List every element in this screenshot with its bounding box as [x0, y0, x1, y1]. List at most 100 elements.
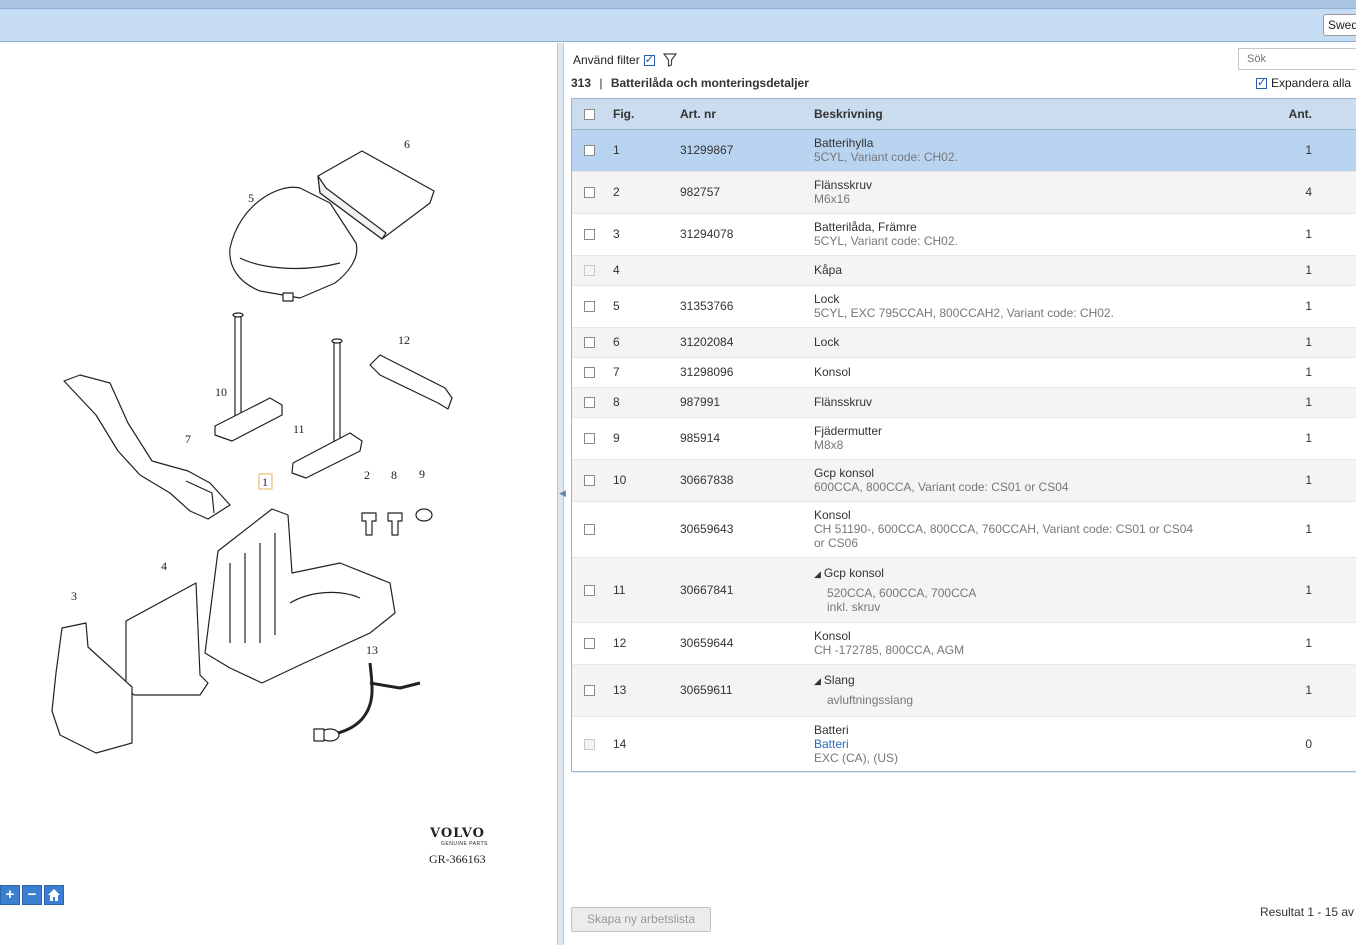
callout-1[interactable]: 1: [262, 475, 268, 489]
row-art-nr: [676, 255, 810, 286]
row-art-nr: 31202084: [676, 327, 810, 358]
row-fig: 9: [609, 417, 676, 460]
row-subtitle: 520CCA, 600CCA, 700CCA: [827, 585, 977, 600]
row-checkbox[interactable]: [584, 638, 595, 650]
row-checkbox[interactable]: [584, 145, 595, 157]
pane-splitter[interactable]: ◀: [557, 43, 566, 945]
row-title: Batteri: [814, 723, 849, 737]
part-3-box-shape: [51, 622, 133, 754]
row-quantity: 1: [1222, 664, 1356, 717]
row-subtitle: avluftningsslang: [827, 693, 914, 707]
row-checkbox[interactable]: [584, 187, 595, 199]
callout-11[interactable]: 11: [293, 422, 305, 436]
row-art-nr: 31294078: [676, 213, 810, 256]
row-subtitle: 600CCA, 800CCA, Variant code: CS01 or CS…: [814, 480, 1069, 494]
zoom-in-button[interactable]: +: [0, 885, 20, 905]
funnel-icon[interactable]: [662, 53, 677, 67]
row-fig: 2: [609, 171, 676, 214]
table-row[interactable]: 8 987991 Flänsskruv 1: [572, 387, 1356, 418]
filter-toggle[interactable]: Använd filter: [573, 52, 677, 68]
row-subtitle: CH -172785, 800CCA, AGM: [814, 643, 965, 657]
table-row[interactable]: 7 31298096 Konsol 1: [572, 357, 1356, 388]
col-description[interactable]: Beskrivning: [810, 99, 1222, 130]
table-row[interactable]: 6 31202084 Lock 1: [572, 327, 1356, 358]
expand-triangle-icon[interactable]: ◢: [814, 676, 821, 686]
row-title: Lock: [814, 335, 840, 349]
row-checkbox: [584, 739, 595, 751]
search-input[interactable]: [1238, 48, 1356, 70]
table-row[interactable]: 11 30667841 ◢Gcp konsol 520CCA, 600CCA, 7…: [572, 557, 1356, 623]
row-title-expandable[interactable]: ◢Slang: [814, 673, 1222, 687]
callout-3[interactable]: 3: [71, 589, 77, 603]
row-checkbox[interactable]: [584, 301, 595, 313]
row-checkbox[interactable]: [584, 433, 595, 445]
row-fig: 8: [609, 387, 676, 418]
select-all-checkbox[interactable]: [584, 109, 595, 121]
row-fig: 11: [609, 557, 676, 623]
home-icon: [48, 889, 60, 901]
row-art-nr: 30659611: [676, 664, 810, 717]
table-row[interactable]: 4 Kåpa 1: [572, 255, 1356, 286]
callout-7[interactable]: 7: [185, 432, 191, 446]
table-row[interactable]: 13 30659611 ◢Slang avluftningsslang 1: [572, 664, 1356, 717]
callout-2[interactable]: 2: [364, 468, 370, 482]
row-art-nr: 30667841: [676, 557, 810, 623]
row-checkbox[interactable]: [584, 524, 595, 536]
callout-8[interactable]: 8: [391, 468, 397, 482]
row-title: Slang: [823, 673, 855, 687]
zoom-out-button[interactable]: −: [22, 885, 42, 905]
row-fig: 13: [609, 664, 676, 717]
parts-diagram[interactable]: 1 2 3 4 5 6 7 8 9 10 11 12 13: [0, 43, 557, 945]
row-art-nr: 982757: [676, 171, 810, 214]
col-fig[interactable]: Fig.: [609, 99, 676, 130]
callout-13[interactable]: 13: [366, 643, 378, 657]
row-title: Flänsskruv: [814, 178, 873, 192]
row-fig: 12: [609, 622, 676, 665]
volvo-logo: VOLVO: [430, 826, 485, 841]
row-checkbox[interactable]: [584, 229, 595, 241]
row-art-nr: 31299867: [676, 129, 810, 172]
row-checkbox[interactable]: [584, 584, 595, 596]
row-quantity: 1: [1222, 129, 1356, 172]
callout-10[interactable]: 10: [215, 385, 227, 399]
callout-6[interactable]: 6: [404, 137, 410, 151]
row-checkbox[interactable]: [584, 337, 595, 349]
part-2-bolt-shape: [361, 512, 377, 536]
row-quantity: 1: [1222, 387, 1356, 418]
row-checkbox[interactable]: [584, 367, 595, 379]
callout-5[interactable]: 5: [248, 191, 254, 205]
expand-all-checkbox[interactable]: [1256, 76, 1267, 89]
collapse-arrow-icon[interactable]: ◀: [559, 488, 566, 498]
col-quantity[interactable]: Ant.: [1222, 99, 1356, 130]
filter-checkbox[interactable]: [643, 53, 655, 66]
row-fig: 7: [609, 357, 676, 388]
callout-4[interactable]: 4: [161, 559, 167, 573]
create-worklist-button[interactable]: Skapa ny arbetslista: [571, 907, 711, 932]
callout-12[interactable]: 12: [398, 333, 410, 347]
row-subtitle-2: or CS06: [814, 536, 859, 550]
row-checkbox[interactable]: [584, 685, 595, 697]
home-button[interactable]: [44, 885, 64, 905]
row-checkbox[interactable]: [584, 397, 595, 409]
row-checkbox[interactable]: [584, 475, 595, 487]
expand-triangle-icon[interactable]: ◢: [814, 568, 821, 579]
row-title: Konsol: [814, 629, 851, 643]
callout-9[interactable]: 9: [419, 467, 425, 481]
diagram-code: GR-366163: [429, 852, 486, 866]
col-art-nr[interactable]: Art. nr: [676, 99, 810, 130]
row-link[interactable]: Batteri: [814, 737, 849, 751]
expand-all-toggle[interactable]: Expandera alla: [1256, 76, 1351, 90]
part-9-nut-shape: [415, 508, 433, 522]
section-separator: |: [599, 76, 603, 90]
language-select[interactable]: Swed: [1323, 14, 1356, 36]
row-title-expandable[interactable]: ◢Gcp konsol: [814, 566, 1222, 580]
